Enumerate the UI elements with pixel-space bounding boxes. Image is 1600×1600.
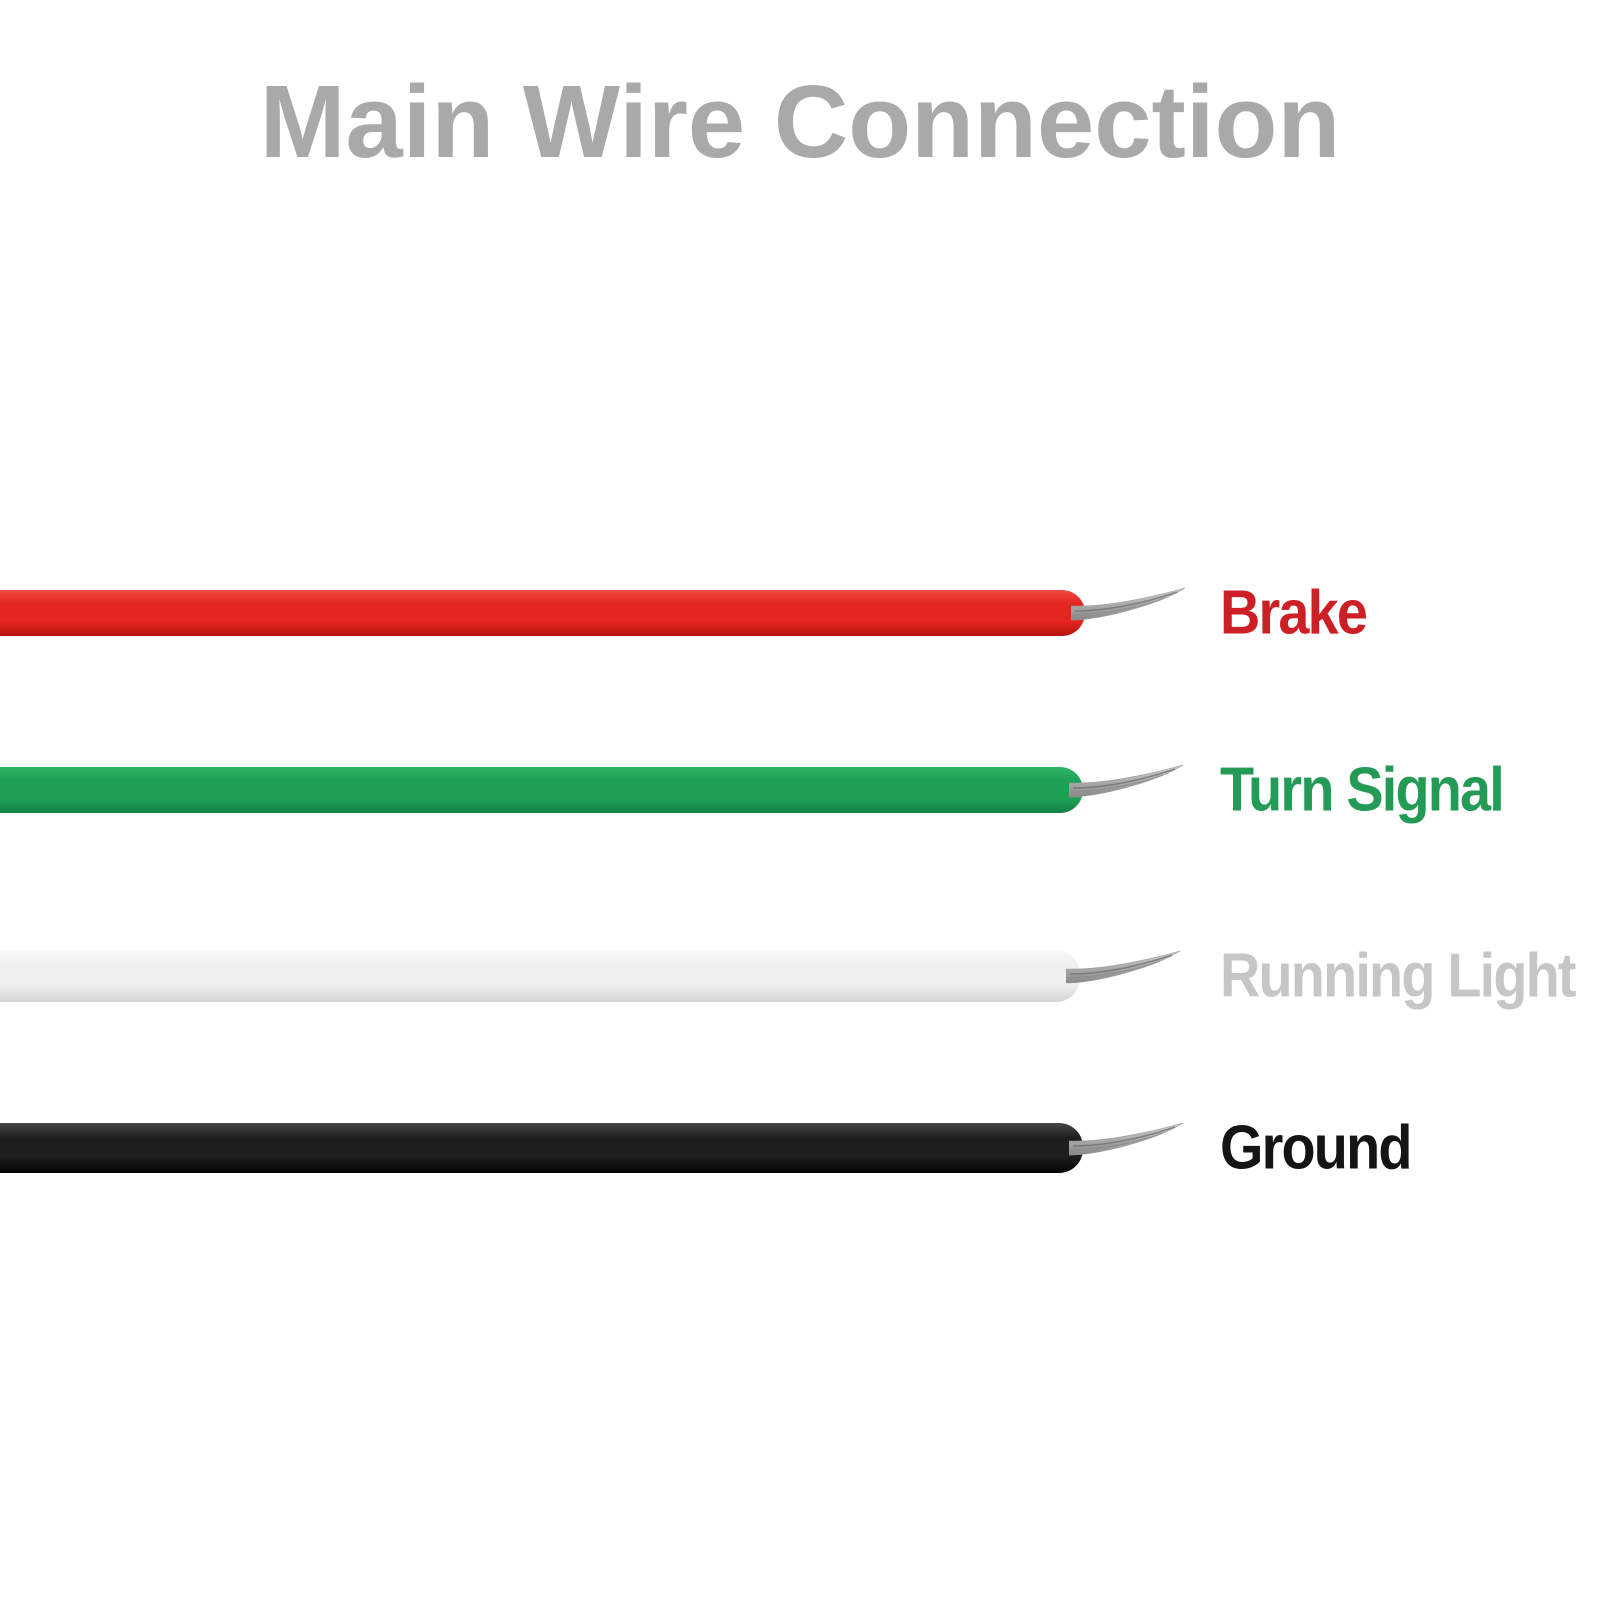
running-light-label-text: Running Light (1220, 941, 1576, 1011)
turn-signal-wire (0, 767, 1083, 813)
frayed-wire-tip-icon (1071, 587, 1186, 621)
running-light-wire (0, 950, 1080, 1002)
wire-row-running-light: Running Light (0, 942, 1600, 1011)
turn-signal-label-text: Turn Signal (1220, 755, 1505, 825)
brake-label-text: Brake (1220, 578, 1368, 648)
ground-wire (0, 1123, 1083, 1173)
turn-signal-label: Turn Signal (1220, 755, 1534, 826)
wire-row-brake: Brake (0, 579, 1600, 648)
wire-row-ground: Ground (0, 1114, 1600, 1183)
ground-label-text: Ground (1220, 1113, 1412, 1183)
frayed-wire-tip-icon (1069, 1122, 1184, 1156)
page-title: Main Wire Connection (259, 64, 1341, 179)
running-light-label: Running Light (1220, 941, 1600, 1012)
frayed-wire-tip-icon (1066, 950, 1181, 984)
brake-wire (0, 590, 1085, 636)
frayed-wire-tip-icon (1069, 764, 1184, 798)
wire-row-turn-signal: Turn Signal (0, 756, 1600, 825)
ground-label: Ground (1220, 1113, 1432, 1184)
brake-label: Brake (1220, 578, 1382, 649)
